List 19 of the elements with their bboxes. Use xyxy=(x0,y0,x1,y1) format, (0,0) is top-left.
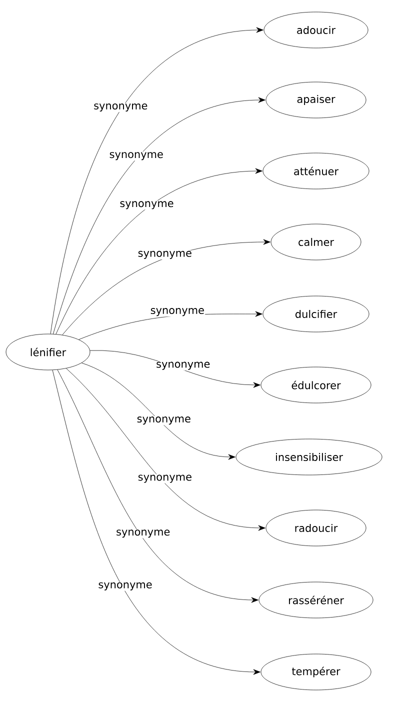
edge-label: synonyme xyxy=(116,529,171,538)
arrow xyxy=(57,370,258,603)
arrow xyxy=(90,350,260,388)
arrow xyxy=(62,239,270,336)
arrow xyxy=(52,370,260,675)
arrow xyxy=(82,362,236,460)
edge-label: synonyme xyxy=(150,308,205,317)
edge-label: synonyme xyxy=(98,582,153,591)
arrow xyxy=(56,168,262,334)
arrow xyxy=(50,27,264,334)
edge-label: synonyme xyxy=(108,152,164,161)
edge-label: synonyme xyxy=(137,474,192,484)
edge-label: synonyme xyxy=(137,250,192,260)
arrow xyxy=(66,368,266,531)
arrow xyxy=(52,97,266,334)
edge-label: synonyme xyxy=(156,361,211,370)
edge-label: synonyme xyxy=(136,416,192,426)
edge-label: synonyme xyxy=(119,200,174,210)
edge-label: synonyme xyxy=(93,102,148,112)
